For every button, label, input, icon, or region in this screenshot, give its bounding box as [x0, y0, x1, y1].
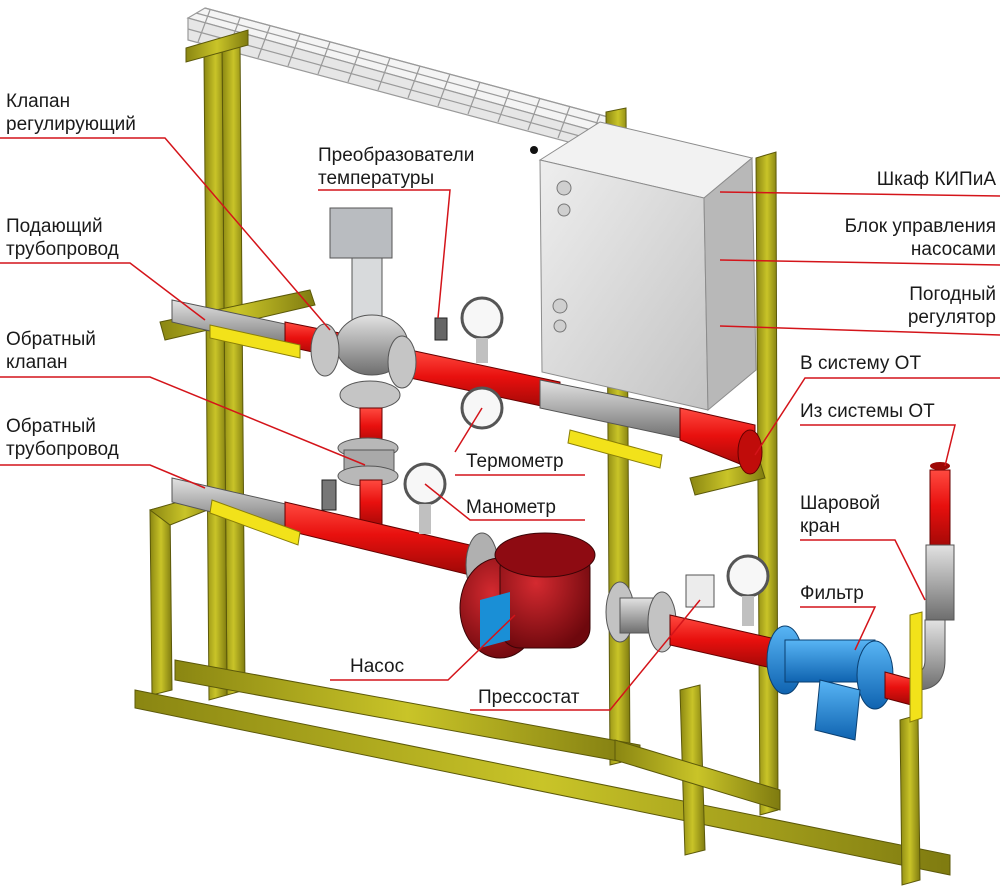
leader-filter: [800, 606, 877, 651]
leader-pump-control: [719, 259, 1000, 266]
leader-from-heating: [800, 424, 956, 467]
valve-handles: [209, 324, 923, 723]
control-cabinet: [530, 121, 757, 412]
leader-manometer: [424, 483, 585, 521]
leader-weather-regulator: [719, 325, 1000, 336]
leader-supply-pipe: [0, 262, 206, 321]
label-thermometer: Термометр: [466, 451, 564, 472]
leader-ball-valve: [800, 539, 926, 601]
label-cabinet: Шкаф КИПиА: [876, 169, 996, 190]
leader-check-valve: [0, 376, 366, 466]
leader-lines: [0, 137, 1000, 711]
pump: [459, 532, 596, 659]
strainer-filter: [766, 625, 916, 741]
vertical-connector: [337, 407, 399, 531]
label-filter: Фильтр: [800, 583, 864, 604]
label-to-heating: В систему ОТ: [800, 353, 922, 374]
leader-thermometer: [454, 407, 483, 453]
cable-tray: [186, 7, 614, 151]
leader-cabinet: [719, 191, 1000, 197]
leader-control-valve: [0, 137, 331, 331]
leader-temp-converters: [318, 189, 451, 319]
label-pressostat: Прессостат: [478, 687, 580, 708]
label-manometer: Манометр: [466, 497, 556, 518]
leader-return-pipe: [0, 464, 206, 489]
leader-pump: [330, 614, 516, 681]
label-from-heating: Из системы ОТ: [800, 401, 935, 422]
label-pump: Насос: [350, 656, 405, 677]
control-valve: [310, 207, 417, 410]
leader-to-heating: [754, 377, 1000, 456]
leader-pressostat: [470, 599, 701, 711]
pump-outlet: [605, 581, 781, 671]
